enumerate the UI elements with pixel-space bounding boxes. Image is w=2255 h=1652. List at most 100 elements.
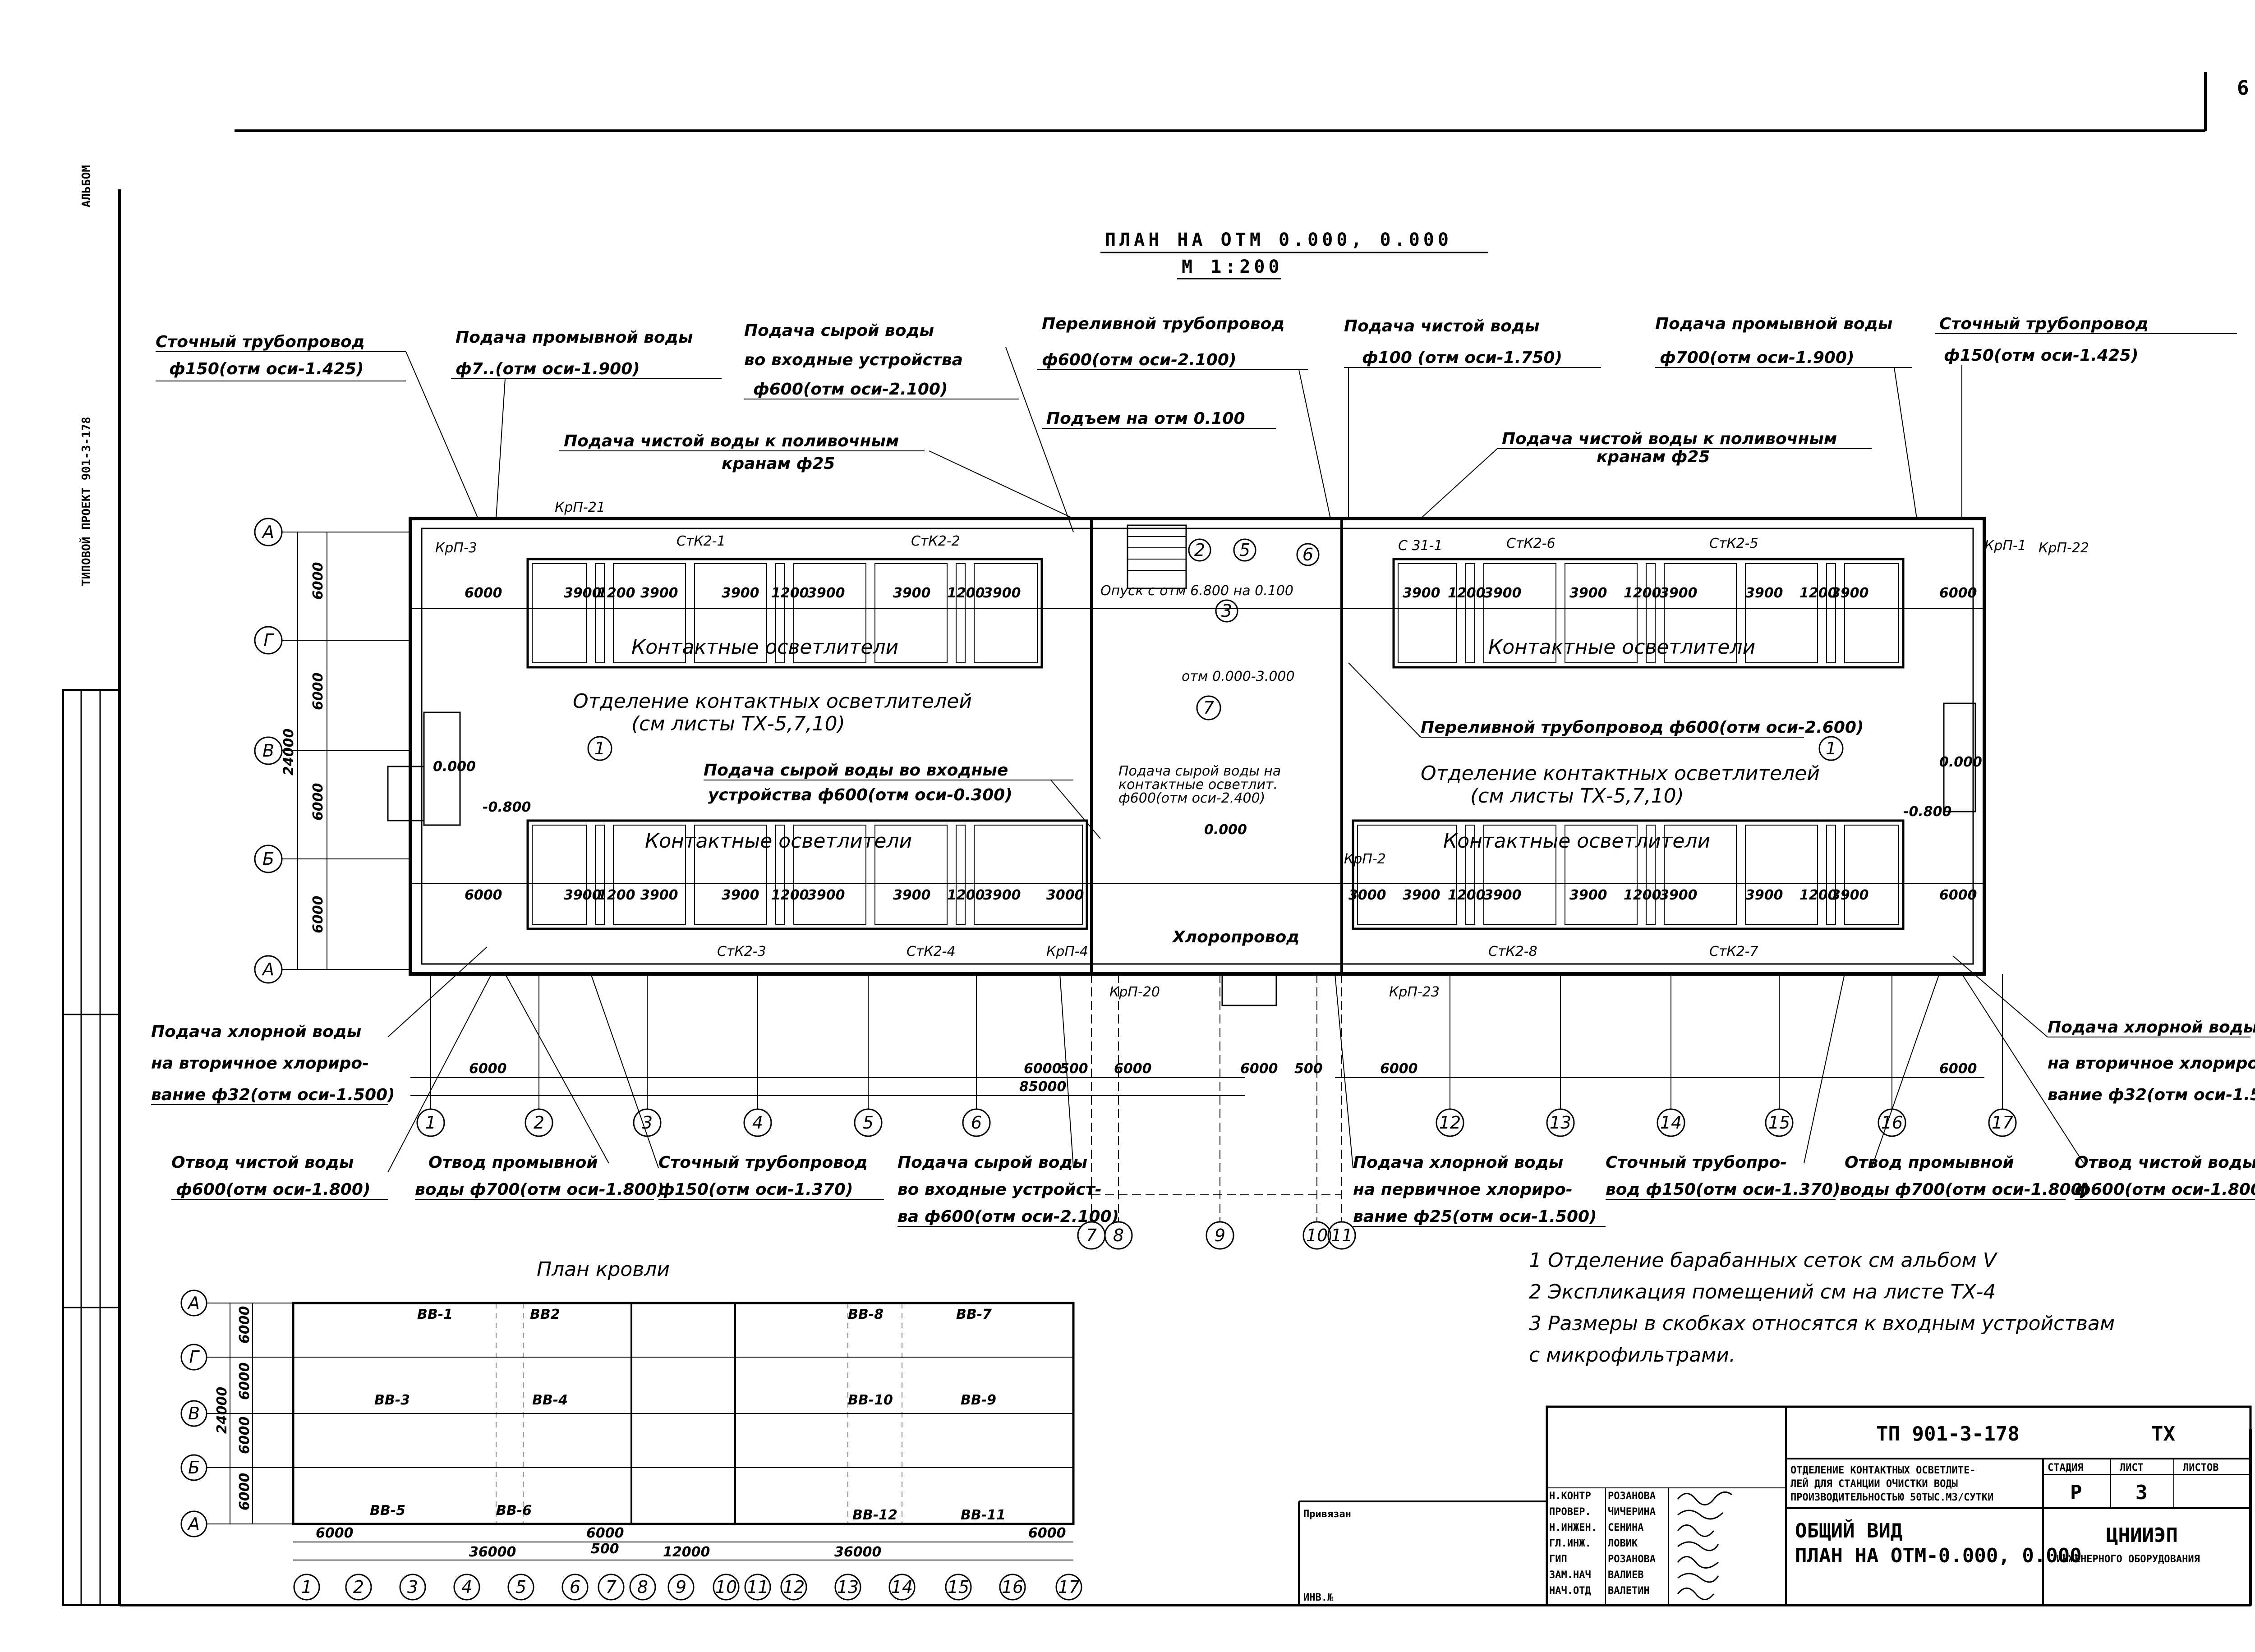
funnel-label: ВВ-10 [848,1392,893,1408]
room-number: 1 [1826,739,1836,758]
roof-column-axes: 1 2 3 4 5 6 7 8 9 10 11 12 13 14 15 16 1… [293,1574,1082,1601]
callout-chlorine-left: Подача хлорной воды на вторичное хлориро… [151,946,488,1105]
mid-callout-raw-water2-l3: ф600(отм оси-2.400) [1118,790,1265,806]
funnel-label: ВВ-3 [374,1392,410,1408]
callout-line: Сточный трубопровод [156,333,365,351]
dim-text: 3900 [564,585,602,601]
axis-row-label: В [188,1404,200,1423]
axis-col-label: 9 [676,1577,686,1597]
dim-text: 3900 [893,585,931,601]
inventory-label: ИНВ.№ [1303,1592,1334,1603]
axis-col-label: 6 [971,1113,982,1133]
clarifier-row-left-bottom [526,819,1088,930]
name-label: СЕНИНА [1608,1522,1643,1533]
axis-col-label: 14 [891,1577,913,1597]
axis-col-label: 17 [1058,1577,1080,1597]
elev-mid: 0.000 [1204,822,1247,838]
mid-callout-raw-water2-l1: Подача сырой воды на [1118,763,1281,779]
tag-text: КрП-4 [1046,944,1088,959]
sheet-value: 3 [2135,1481,2148,1504]
roof-dim: 500 [591,1541,619,1557]
callout-line: Подъем на отм 0.100 [1046,409,1245,428]
description-line: ОТДЕЛЕНИЕ КОНТАКТНЫХ ОСВЕТЛИТЕ- [1790,1465,1976,1476]
axis-col-label: 5 [863,1113,874,1133]
callout-line: ф150(отм оси-1.425) [169,360,364,378]
roof-plan: План кровли ВВ-1 ВВ2 ВВ-3 ВВ-4 ВВ-5 ВВ-6… [180,1258,1082,1601]
tag-text: С 31-1 [1398,538,1443,554]
dim-text: 3900 [1660,887,1698,903]
axis-col-label: 4 [461,1577,472,1597]
callout-line: Подача чистой воды к поливочным [1502,430,1837,448]
note-line: 3 Размеры в скобках относятся к входным … [1529,1312,2115,1335]
name-label: ВАЛЕТИН [1608,1585,1650,1597]
funnel-label: ВВ-11 [961,1507,1006,1523]
roof-row-axes: А Г В Б А 6000 6000 6000 6000 24000 [180,1289,293,1537]
callout-clean-outlet-left: Отвод чистой воды ф600(отм оси-1.800) [171,973,492,1200]
side-project-label: ТИПОВОЙ ПРОЕКТ 901-3-178 [79,417,93,586]
callout-line: Подача чистой воды к поливочным [564,432,899,450]
axis-col-label: 7 [1086,1225,1097,1245]
dim-text: 3900 [1831,585,1869,601]
tag-text: КрП-2 [1344,851,1386,867]
mid-callout-raw-water-l1: Подача сырой воды во входные [704,761,1008,780]
axis-row-label: В [262,741,274,761]
description-line: ПРОИЗВОДИТЕЛЬНОСТЬЮ 50ТЫС.М3/СУТКИ [1790,1492,1993,1503]
axis-col-label: 12 [1439,1113,1461,1133]
roof-dim: 6000 [586,1525,624,1541]
dim-text: 3000 [1348,887,1386,903]
dim-text: 3900 [722,585,759,601]
axis-row-label: А [261,522,274,542]
callout-line: ва ф600(отм оси-2.100) [897,1207,1119,1226]
callout-sewer-right: Сточный трубопровод ф150(отм оси-1.425) [1935,315,2237,519]
dim-text: 3900 [1745,585,1783,601]
callout-line: ф700(отм оси-1.900) [1660,349,1854,367]
room-number: 3 [1221,601,1232,621]
callout-clean-water-top: Подача чистой воды ф100 (отм оси-1.750) [1344,317,1601,519]
tag-text: СтК2-4 [907,944,956,959]
row-dim: 6000 [310,896,326,934]
clarifier-row-right-bottom [1352,819,1905,930]
dim-text: 1200 [598,585,635,601]
tag-text: СтК2-1 [676,533,726,549]
dim-text: 3900 [640,887,678,903]
description-line: ЛЕЙ ДЛЯ СТАНЦИИ ОЧИСТКИ ВОДЫ [1790,1478,1958,1490]
room-label-left-top: Контактные осветлители [631,636,898,659]
bottom-dim: 6000 [1939,1061,1977,1077]
callout-wash-outlet-left: Отвод промывной воды ф700(отм оси-1.800) [415,973,664,1200]
room-label-right-top: Контактные осветлители [1488,636,1755,659]
equipment-tags: КрП-21 КрП-3 СтК2-1 СтК2-2 КрП-1 КрП-22 … [435,500,2089,1000]
mid-callout-raw-water2-l2: контактные осветлит. [1118,777,1278,793]
tag-text: СтК2-8 [1488,944,1537,959]
dims-bottom-right: 3000 3900 1200 3900 3900 1200 3900 3900 … [1348,887,1977,903]
role-label: ГИП [1549,1554,1567,1565]
dim-text: 1200 [771,887,809,903]
mid-callout-raw-water-l2: устройства ф600(отм оси-0.300) [708,786,1012,804]
callout-line: Отвод чистой воды [171,1153,354,1172]
funnel-label: ВВ-7 [956,1307,992,1322]
funnel-label: ВВ-4 [532,1392,568,1408]
plan-title: ПЛАН НА ОТМ 0.000, 0.000 М 1:200 [1100,229,1488,280]
callout-line: Сточный трубопро- [1606,1153,1787,1172]
room-number: 2 [1194,540,1205,560]
callout-line: на первичное хлориро- [1353,1180,1573,1199]
sheet-frame: 6 АЛЬБОМ ТИПОВОЙ ПРОЕКТ 901-3-178 [62,72,2252,1606]
axis-col-label: 6 [570,1577,580,1597]
sheets-header: ЛИСТОВ [2183,1462,2218,1473]
room-label-right-bottom: Контактные осветлители [1443,830,1710,853]
signature-names: РОЗАНОВА ЧИЧЕРИНА СЕНИНА ЛОВИК РОЗАНОВА … [1608,1491,1656,1597]
mid-callout-overflow: Переливной трубопровод ф600(отм оси-2.60… [1421,718,1864,737]
row-dim: 6000 [310,562,326,600]
tag-text: СтК2-7 [1709,944,1758,959]
total-height-dim: 24000 [281,729,297,776]
room-number: 7 [1203,698,1214,718]
mid-callout-drop: Опуск с отм 6.800 на 0.100 [1100,583,1293,599]
roof-dim: 6000 [316,1525,354,1541]
callout-line: Подача сырой воды [744,321,934,340]
axis-col-label: 15 [948,1577,969,1597]
axis-col-label: 16 [1002,1577,1023,1597]
name-label: ЧИЧЕРИНА [1608,1506,1656,1518]
axis-col-label: 2 [534,1113,544,1133]
dim-text: 6000 [1939,887,1977,903]
signature-scribbles [1677,1491,1732,1600]
